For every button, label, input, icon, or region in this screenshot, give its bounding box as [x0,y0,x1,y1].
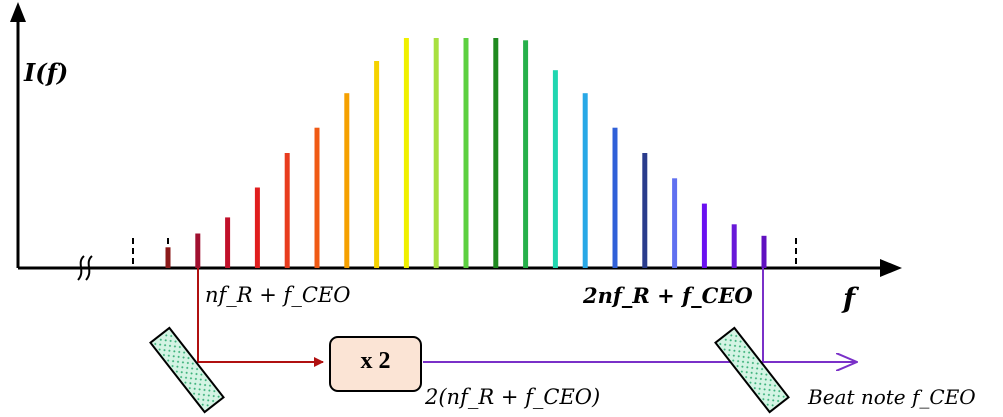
comb-line [225,217,231,268]
comb-line [642,153,648,268]
comb-line [582,93,588,268]
two-n-line-label-text: 2nf_R + f_CEO [583,283,753,308]
comb-line [344,93,350,268]
x-axis-label: f [843,282,856,315]
n-line-label-text: nf_R + f_CEO [205,283,351,307]
doubler-label: x 2 [360,348,391,374]
comb-line [463,38,469,268]
comb-line [374,61,380,268]
y-axis-label: I(f) [24,58,69,87]
comb-line [165,247,171,268]
comb-line [284,153,290,268]
x-axis-arrowhead [880,259,902,277]
red-beam-path [197,268,324,367]
n-line-label: nf_R + f_CEO [205,283,350,307]
axis-break-icon [77,255,93,281]
comb-line [731,224,737,268]
beam-splitter-right [714,326,790,414]
comb-line [493,38,499,268]
frequency-doubler-box [329,336,422,392]
comb-line [761,235,767,268]
comb-line [433,38,439,268]
comb-line [701,203,707,268]
beat-note-label: Beat note f_CEO [808,385,976,409]
comb-line [314,127,320,268]
beam-splitter-left [149,326,225,414]
comb-line [403,38,409,268]
comb-line [672,178,678,268]
comb-line [552,70,558,268]
comb-line [254,187,260,268]
comb-lines [165,38,767,268]
y-axis-arrowhead [10,2,26,22]
comb-line [612,127,618,268]
comb-line [523,40,529,268]
two-n-line-label: 2nf_R + f_CEO [583,283,753,308]
doubled-output-label: 2(nf_R + f_CEO) [425,385,601,409]
comb-line [195,233,201,268]
